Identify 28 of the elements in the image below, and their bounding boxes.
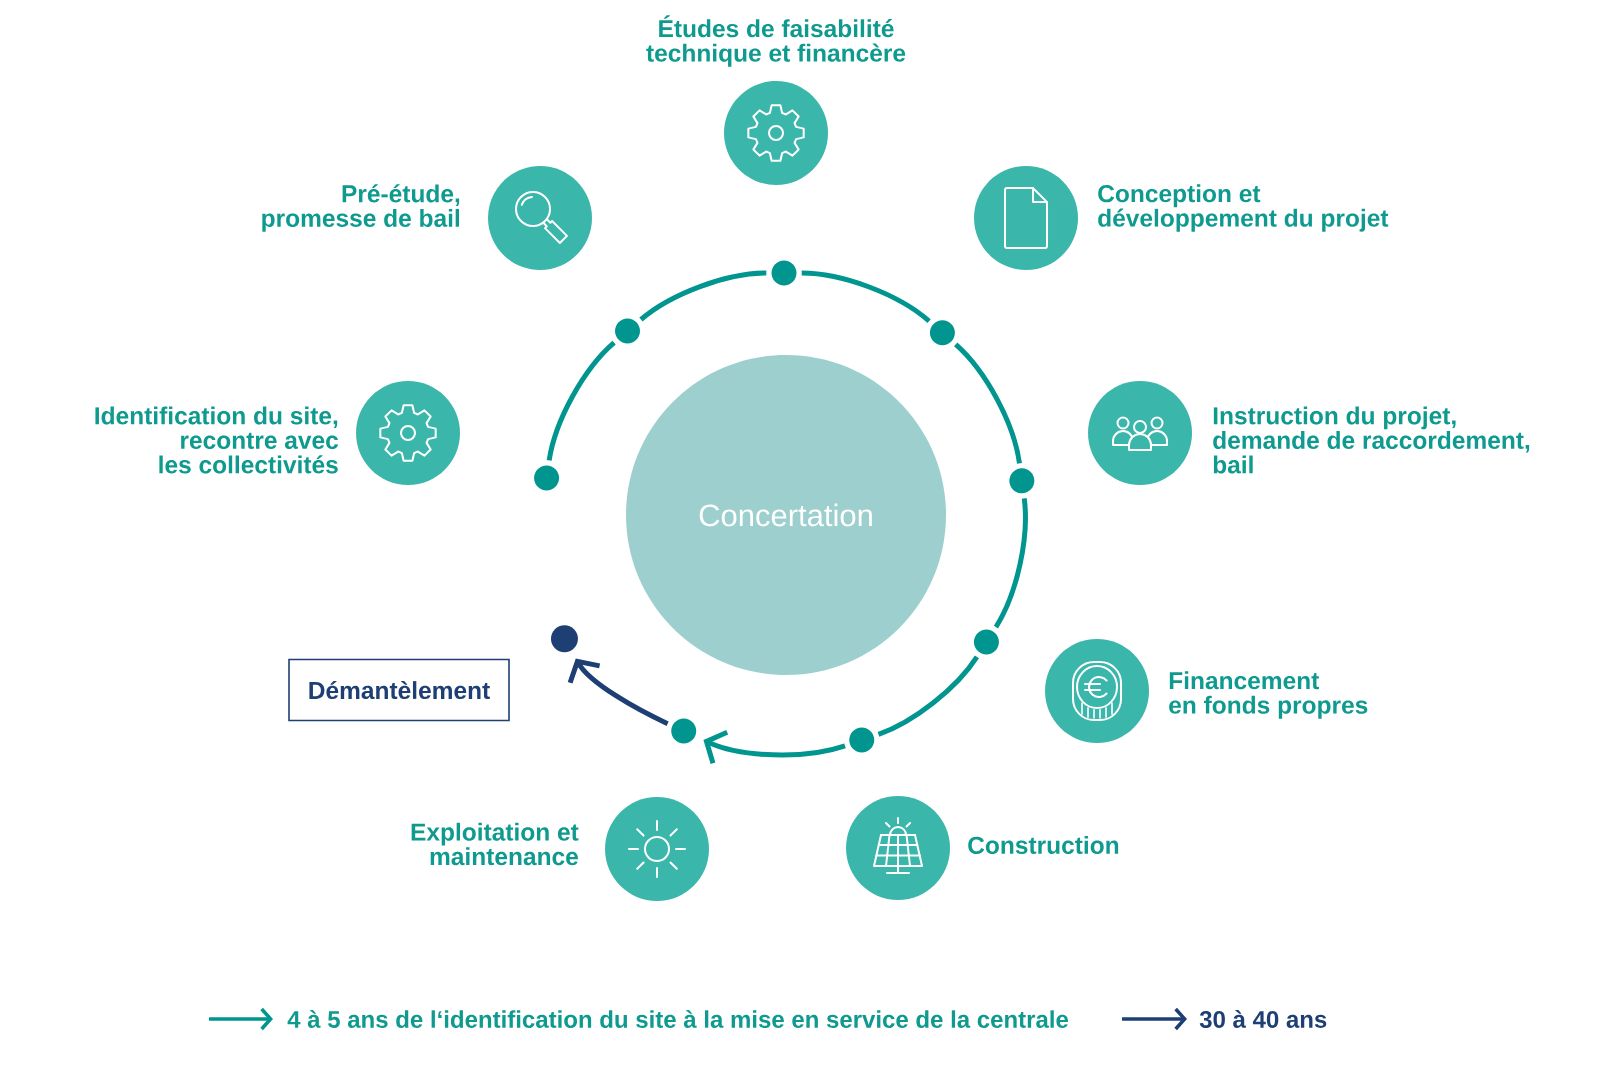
ring-dot: [849, 727, 875, 753]
step-label: Financement en fonds propres: [1169, 671, 1368, 719]
ring-dot: [534, 465, 560, 491]
curved-arrow: [703, 730, 846, 764]
ring-arc: [546, 340, 616, 461]
step-label: Instruction du projet, demande de raccordement, bail: [1213, 406, 1530, 474]
ring-arc: [993, 498, 1028, 629]
step-label: Études de faisabilité technique et financère: [646, 15, 906, 67]
ring-dot: [671, 718, 697, 744]
step-label: Pré-étude, promesse de bail: [262, 184, 460, 232]
ring-dot: [929, 320, 955, 346]
step-label: Construction: [968, 836, 1119, 854]
ring-arc: [639, 270, 767, 322]
ring-dot: [973, 629, 999, 655]
ring-dot: [1009, 468, 1035, 494]
ring-dot: [615, 318, 640, 344]
ring-arc: [801, 270, 931, 323]
curved-arrow: [567, 658, 669, 726]
ring-dot: [771, 260, 797, 286]
step-label: Conception et développement du projet: [1098, 184, 1389, 232]
legend-text: 30 à 40 ans: [1199, 1010, 1327, 1028]
label-box: Démantèlement: [288, 658, 510, 722]
step-label: Exploitation et maintenance: [411, 822, 579, 866]
ring-dot: [550, 625, 578, 653]
legend-text: 4 à 5 ans de l‘identification du site à la mise en service de la centrale: [287, 1010, 1068, 1028]
ring-arc: [877, 655, 979, 737]
ring-arc: [954, 342, 1022, 464]
step-label: Identification du site, recontre avec les collectivités: [95, 406, 339, 474]
